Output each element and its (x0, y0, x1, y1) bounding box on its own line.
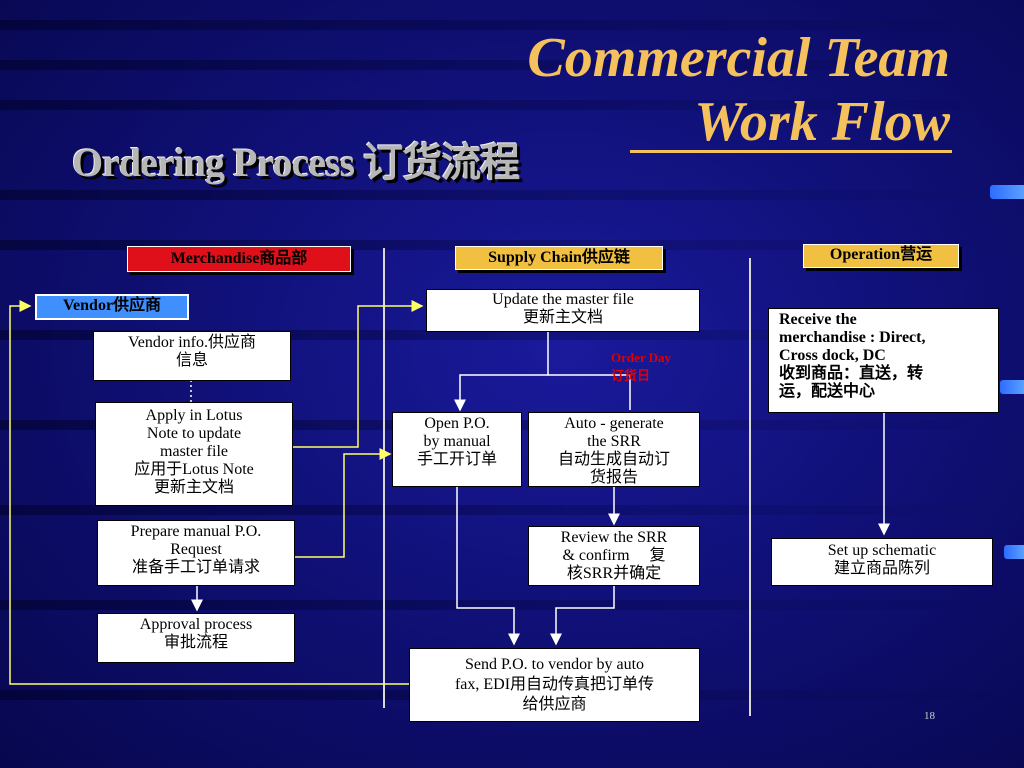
bg-streak (0, 20, 1024, 30)
decor-accent (990, 185, 1024, 199)
send-po-box: Send P.O. to vendor by auto fax, EDI用自动传… (409, 648, 700, 722)
box-text: Apply in Lotus (145, 407, 243, 424)
box-text: 货报告 (589, 469, 638, 486)
page-number: 18 (924, 710, 935, 722)
box-text: Vendor info.供应商 (128, 334, 256, 351)
box-text: 审批流程 (163, 634, 228, 651)
box-text: 准备手工订单请求 (131, 559, 260, 576)
box-text: 收到商品：直送，转 (779, 365, 924, 382)
box-text: 运，配送中心 (779, 383, 876, 400)
open-po-box: Open P.O. by manual 手工开订单 (392, 412, 522, 487)
box-text: Auto - generate (564, 415, 664, 432)
order-day-label: Order Day 订货日 (611, 349, 671, 385)
decor-accent (1004, 545, 1024, 559)
box-text: 更新主文档 (522, 309, 603, 326)
prepare-po-box: Prepare manual P.O. Request 准备手工订单请求 (97, 520, 295, 586)
box-text: by manual (423, 433, 491, 450)
title-line-2: Work Flow (694, 91, 950, 153)
supply-chain-header: Supply Chain供应链 (455, 246, 663, 270)
merchandise-header: Merchandise商品部 (127, 246, 351, 272)
box-text: 应用于Lotus Note (134, 461, 254, 478)
order-day-text: Order Day (611, 350, 672, 365)
auto-generate-srr-box: Auto - generate the SRR 自动生成自动订 货报告 (528, 412, 700, 487)
title-underline (630, 150, 952, 153)
box-text: Receive the (779, 311, 857, 328)
set-up-schematic-box: Set up schematic 建立商品陈列 (771, 538, 993, 586)
column-dividers (383, 248, 751, 716)
box-text: master file (160, 443, 228, 460)
box-text: Open P.O. (424, 415, 490, 432)
box-text: & confirm 复 (562, 547, 666, 564)
box-text: Review the SRR (560, 529, 668, 546)
bg-streak (0, 190, 1024, 200)
box-text: Set up schematic (827, 542, 937, 559)
bg-streak (0, 60, 1024, 70)
vendor-header: Vendor供应商 (35, 294, 189, 320)
box-text: merchandise : Direct, (779, 329, 926, 346)
review-srr-box: Review the SRR & confirm 复 核SRR并确定 (528, 526, 700, 586)
box-text: Send P.O. to vendor by auto (464, 656, 645, 673)
box-text: the SRR (587, 433, 641, 450)
box-text: Approval process (139, 616, 253, 633)
bg-streak (0, 240, 1024, 250)
box-text: Note to update (146, 425, 242, 442)
box-text: Prepare manual P.O. (130, 523, 262, 540)
decor-accent (1000, 380, 1024, 394)
box-text: 自动生成自动订 (557, 451, 670, 468)
box-text: fax, EDI用自动传真把订单传 (454, 676, 655, 693)
box-text: 建立商品陈列 (833, 560, 930, 577)
bg-streak (0, 505, 1024, 515)
box-text: Request (170, 541, 222, 558)
bg-streak (0, 100, 1024, 110)
box-text: Update the master file (492, 291, 634, 308)
update-master-file-box: Update the master file 更新主文档 (426, 289, 700, 332)
receive-merchandise-box: Receive the merchandise : Direct, Cross … (768, 308, 999, 413)
yellow-connectors (9, 300, 424, 685)
bg-streak (0, 330, 1024, 340)
title-line-1: Commercial Team (527, 27, 950, 89)
order-day-text: 订货日 (611, 368, 651, 383)
approval-process-box: Approval process 审批流程 (97, 613, 295, 663)
white-connectors (190, 332, 890, 646)
operation-header: Operation营运 (803, 244, 959, 268)
box-text: 给供应商 (522, 696, 587, 713)
vendor-info-box: Vendor info.供应商 信息 (93, 331, 291, 381)
box-text: 手工开订单 (416, 451, 497, 468)
bg-streak (0, 600, 1024, 610)
box-text: 更新主文档 (153, 479, 234, 496)
box-text: 信息 (175, 352, 208, 369)
box-text: Cross dock, DC (779, 347, 886, 364)
subtitle: Ordering Process 订货流程 (72, 140, 520, 185)
apply-lotus-box: Apply in Lotus Note to update master fil… (95, 402, 293, 506)
box-text: 核SRR并确定 (566, 565, 662, 582)
